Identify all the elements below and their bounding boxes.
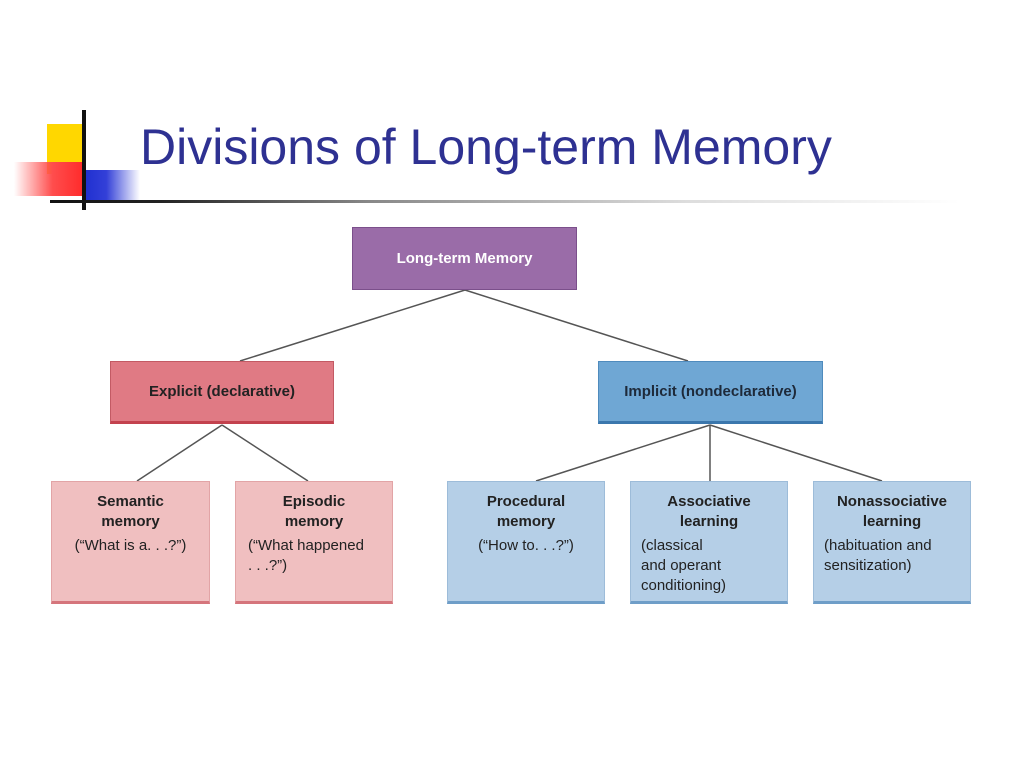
connector-root-explicit <box>239 289 466 362</box>
node-description: (“How to. . .?”) <box>478 537 574 554</box>
connector-implicit-nonassociative <box>709 424 883 482</box>
node-label: Explicit (declarative) <box>149 382 295 400</box>
decorative-red-gradient <box>14 162 84 196</box>
decorative-vertical-line <box>82 110 86 210</box>
node-label: Semantic memory <box>97 493 164 530</box>
node-label: Procedural memory <box>486 493 566 530</box>
node-description: (“What happened . . .?”) <box>248 537 364 574</box>
node-label: Long-term Memory <box>396 249 533 267</box>
title-underline <box>50 200 960 203</box>
decorative-blue-gradient <box>84 170 140 202</box>
connector-root-implicit <box>464 289 689 362</box>
node-description: (“What is a. . .?”) <box>74 537 187 554</box>
node-label: Nonassociative learning <box>836 493 948 530</box>
slide-title: Divisions of Long-term Memory <box>140 119 832 175</box>
node-associative-learning: Associative learning (classical and oper… <box>630 481 788 604</box>
node-description: (habituation and sensitization) <box>824 537 932 574</box>
node-episodic-memory: Episodic memory (“What happened . . .?”) <box>235 481 393 604</box>
connector-implicit-procedural <box>535 424 711 482</box>
node-implicit: Implicit (nondeclarative) <box>598 361 823 424</box>
node-label: Episodic memory <box>282 493 346 530</box>
connector-explicit-episodic <box>221 424 309 482</box>
connector-explicit-semantic <box>136 424 223 482</box>
node-label: Associative learning <box>667 493 751 530</box>
node-nonassociative-learning: Nonassociative learning (habituation and… <box>813 481 971 604</box>
node-procedural-memory: Procedural memory (“How to. . .?”) <box>447 481 605 604</box>
node-description: (classical and operant conditioning) <box>641 537 727 594</box>
node-long-term-memory: Long-term Memory <box>352 227 577 290</box>
node-label: Implicit (nondeclarative) <box>624 382 797 400</box>
node-semantic-memory: Semantic memory (“What is a. . .?”) <box>51 481 210 604</box>
node-explicit: Explicit (declarative) <box>110 361 334 424</box>
